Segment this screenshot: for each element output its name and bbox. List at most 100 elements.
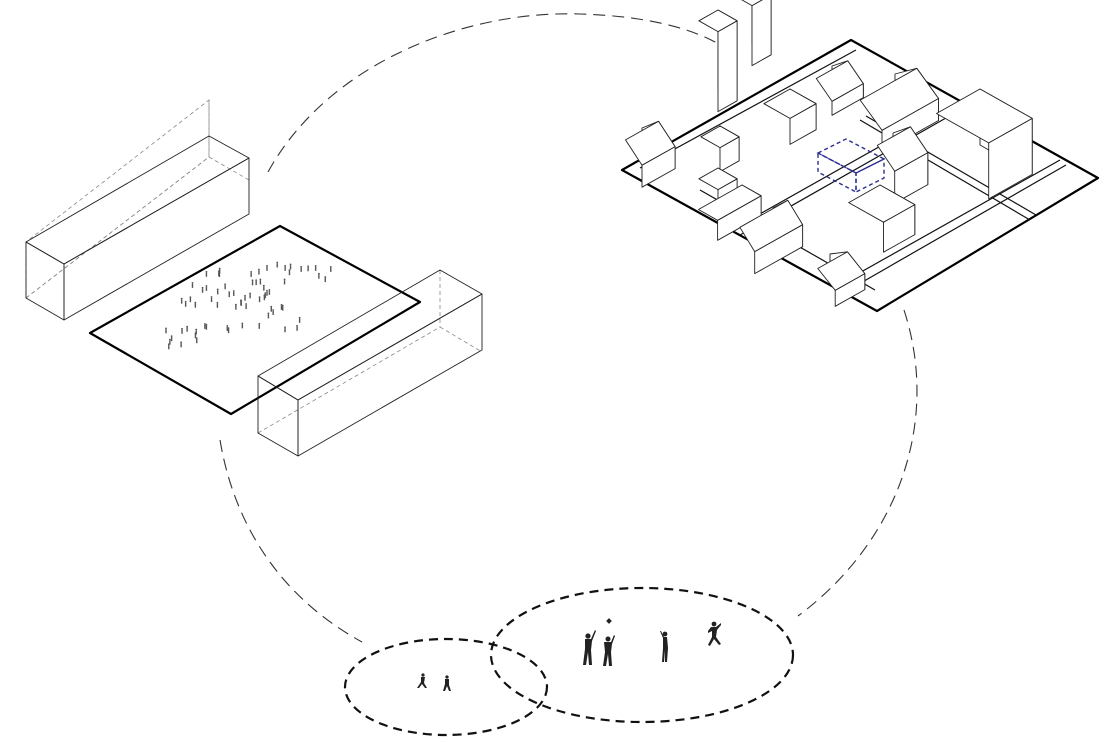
orbit-arc-right	[797, 309, 918, 617]
house-left	[625, 120, 676, 188]
orbit-arc-top	[267, 13, 729, 173]
crowd-person	[216, 288, 219, 295]
long-block-right	[257, 269, 483, 457]
people-small-ring	[417, 673, 451, 691]
crowd-person	[228, 291, 231, 298]
crowd-person	[249, 292, 252, 299]
ball-icon	[606, 618, 612, 624]
crowd-person	[168, 338, 171, 345]
crowd-person	[314, 264, 317, 271]
crowd-person	[203, 322, 206, 329]
city-block-scene	[620, 0, 1100, 313]
crowd-person	[210, 296, 213, 303]
crowd-person	[262, 284, 265, 291]
crowd-person	[266, 289, 268, 296]
person-standing	[660, 631, 668, 662]
crowd-person	[180, 341, 183, 348]
crowd-person	[272, 309, 275, 315]
crowd-person	[255, 279, 258, 286]
people-large-ring	[583, 618, 721, 666]
crowd	[165, 261, 332, 350]
crowd-person	[241, 322, 244, 329]
crowd-person	[289, 263, 292, 270]
person-runner-2	[443, 675, 451, 691]
crowd-person	[258, 268, 260, 275]
crowd-person	[232, 290, 235, 297]
crowd-person	[195, 328, 198, 335]
crowd-person	[240, 299, 242, 306]
crowd-person	[258, 322, 261, 329]
person-jogger	[708, 621, 721, 646]
crowd-person	[181, 327, 183, 334]
crowd-person	[244, 294, 246, 301]
crowd-person	[268, 288, 271, 295]
crowd-person	[329, 265, 332, 272]
crowd-person	[324, 276, 327, 283]
orbit-connector	[219, 13, 918, 643]
small-ring	[343, 637, 549, 737]
person-runner-1	[417, 673, 427, 688]
block-center-front	[848, 184, 916, 253]
large-ring	[489, 586, 795, 724]
crowd-person	[205, 323, 208, 330]
crowd-person	[288, 269, 291, 276]
crowd-person	[317, 272, 320, 279]
crowd-person	[250, 271, 253, 277]
crowd-person	[165, 327, 167, 334]
long-block-left	[25, 99, 250, 321]
crowd-person	[186, 325, 189, 332]
crowd-person	[216, 301, 219, 308]
house-front	[817, 251, 866, 307]
large-block-right	[936, 88, 1033, 200]
house-center-right	[876, 126, 929, 204]
person-catcher	[583, 630, 596, 665]
crowd-person	[234, 303, 237, 310]
crowd-person	[251, 279, 254, 286]
activity-rings	[343, 586, 795, 737]
crowd-person	[194, 301, 197, 308]
long-house-center	[739, 199, 804, 275]
person-thrower	[603, 635, 615, 666]
crowd-person	[264, 292, 267, 299]
crowd-person	[191, 281, 194, 288]
small-block	[763, 88, 817, 145]
tower-building	[741, 0, 772, 67]
crowd-person	[263, 294, 266, 301]
tall-building	[698, 9, 738, 113]
crowd-person	[227, 327, 230, 334]
crowd-person	[259, 278, 262, 285]
crowd-person	[201, 286, 204, 293]
crowd-person	[300, 265, 303, 272]
crowd-person	[280, 303, 283, 310]
plaza-plot	[88, 224, 422, 416]
crowd-person	[224, 283, 227, 290]
crowd-person	[266, 264, 268, 271]
cube-left-upper	[700, 125, 740, 173]
house-back-right	[815, 60, 864, 116]
crowd-person	[267, 312, 270, 319]
crowd-person	[167, 343, 170, 350]
buildings	[625, 0, 1033, 307]
crowd-person	[298, 316, 301, 323]
crowd-person	[258, 296, 261, 303]
crowd-person	[276, 261, 279, 268]
crowd-person	[226, 325, 229, 331]
crowd-person	[184, 300, 187, 307]
crowd-person	[195, 337, 198, 344]
crowd-person	[189, 296, 192, 303]
plaza-scene	[25, 99, 483, 457]
crowd-person	[270, 305, 273, 312]
crowd-person	[283, 278, 286, 285]
city-plot	[620, 38, 1100, 313]
crowd-person	[170, 335, 173, 342]
crowd-person	[284, 264, 287, 271]
highlighted-volume	[816, 138, 886, 194]
orbit-arc-left	[219, 439, 363, 643]
crowd-person	[205, 284, 208, 291]
crowd-person	[284, 326, 286, 333]
bar-building	[698, 184, 762, 241]
crowd-person	[205, 270, 208, 277]
crowd-person	[245, 303, 248, 310]
